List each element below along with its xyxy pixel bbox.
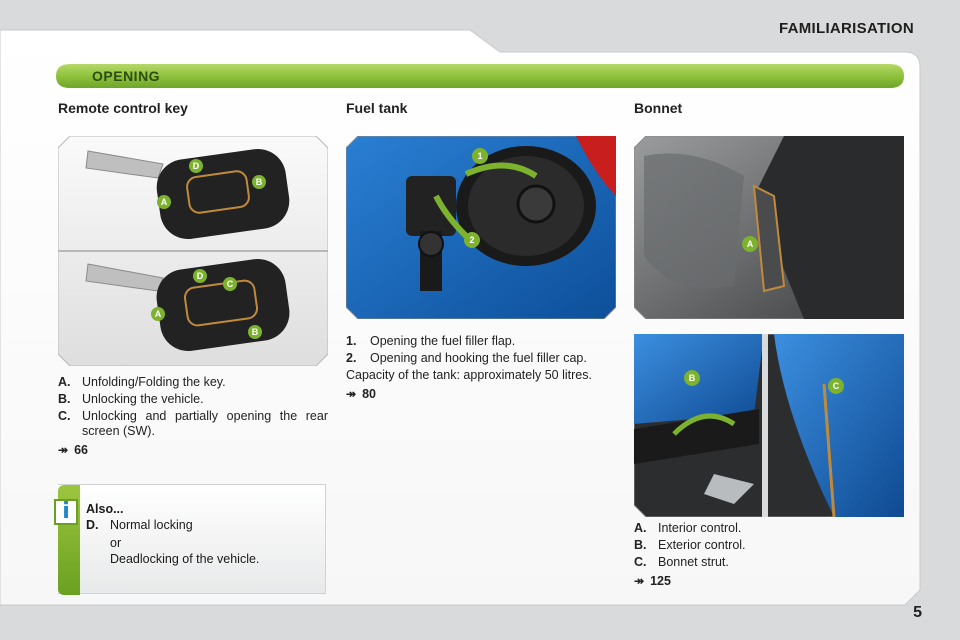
fuel-label-1: 1 [477, 151, 482, 161]
info-box: i Also... D. Normal locking or Deadlocki… [54, 484, 326, 595]
item-key: D. [86, 518, 99, 532]
fast-forward-arrow-icon: ↠ [634, 574, 645, 588]
section-bar [56, 64, 904, 88]
reference-page: 80 [362, 387, 376, 401]
fast-forward-arrow-icon: ↠ [58, 443, 69, 457]
item-key: A. [634, 521, 647, 535]
item-key: B. [634, 538, 647, 552]
list-item: B. Exterior control. [634, 538, 904, 553]
fuel-tank-photo: 1 2 [346, 136, 616, 319]
list-item: C. Unlocking and partially opening the r… [58, 409, 328, 439]
list-item: D. Normal locking [86, 517, 259, 533]
bonnet-exterior-photo: B C [634, 334, 904, 517]
fuel-title: Fuel tank [346, 100, 408, 116]
page-number: 5 [913, 604, 922, 621]
list-item: C. Bonnet strut. [634, 555, 904, 570]
section-title: OPENING [92, 68, 161, 84]
item-key: C. [58, 409, 71, 423]
item-text: Bonnet strut. [658, 555, 729, 569]
remote-label-1: A [161, 197, 168, 207]
list-item: 1. Opening the fuel filler flap. [346, 334, 616, 349]
header-title: FAMILIARISATION [778, 20, 914, 37]
item-text: Exterior control. [658, 538, 746, 552]
item-text: Normal locking [110, 518, 193, 532]
page-reference[interactable]: ↠ 66 [58, 443, 328, 458]
item-key: 2. [346, 351, 357, 365]
bonnet-label-2: B [689, 373, 696, 383]
bonnet-title: Bonnet [634, 100, 683, 116]
fuel-list: 1. Opening the fuel filler flap. 2. Open… [346, 334, 616, 402]
remote-label-7: B [252, 327, 259, 337]
fuel-capacity: Capacity of the tank: approximately 50 l… [346, 368, 592, 382]
item-text: Unfolding/Folding the key. [82, 375, 226, 389]
fast-forward-arrow-icon: ↠ [346, 387, 357, 401]
item-text: Unlocking the vehicle. [82, 392, 204, 406]
remote-label-3: D [193, 161, 200, 171]
remote-label-4: A [155, 309, 162, 319]
info-icon: i [54, 499, 78, 525]
list-item: A. Unfolding/Folding the key. [58, 375, 328, 390]
page-reference[interactable]: ↠ 80 [346, 387, 616, 402]
bonnet-interior-photo: A [634, 136, 904, 319]
info-also: Also... [86, 502, 124, 516]
remote-key-photo: A B D A C D B [58, 136, 328, 366]
item-text: Opening and hooking the fuel filler cap. [370, 351, 587, 365]
item-text: Opening the fuel filler flap. [370, 334, 516, 348]
list-item: B. Unlocking the vehicle. [58, 392, 328, 407]
remote-list: A. Unfolding/Folding the key. B. Unlocki… [58, 375, 328, 458]
reference-page: 125 [650, 574, 671, 588]
list-item: A. Interior control. [634, 521, 904, 536]
remote-title: Remote control key [58, 100, 188, 116]
item-key: 1. [346, 334, 357, 348]
remote-label-6: D [197, 271, 204, 281]
item-key: B. [58, 392, 71, 406]
item-text: Unlocking and partially opening the rear… [82, 409, 328, 438]
bonnet-label-3: C [833, 381, 840, 391]
bonnet-list: A. Interior control. B. Exterior control… [634, 521, 904, 589]
item-text: Interior control. [658, 521, 742, 535]
item-key: A. [58, 375, 71, 389]
reference-page: 66 [74, 443, 88, 457]
remote-label-2: B [256, 177, 263, 187]
info-line-deadlock: Deadlocking of the vehicle. [110, 552, 260, 566]
list-item: 2. Opening and hooking the fuel filler c… [346, 351, 616, 366]
info-text: Also... D. Normal locking or Deadlocking… [86, 501, 259, 567]
remote-label-5: C [227, 279, 234, 289]
item-key: C. [634, 555, 647, 569]
page-reference[interactable]: ↠ 125 [634, 574, 904, 589]
info-line-or: or [110, 536, 122, 550]
fuel-label-2: 2 [469, 235, 474, 245]
bonnet-label-1: A [747, 239, 754, 249]
